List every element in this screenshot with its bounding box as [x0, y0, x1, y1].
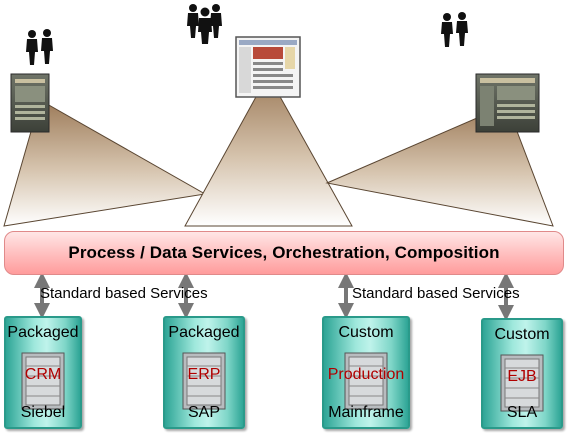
system-crm-vendor: Siebel [20, 404, 66, 421]
cone-left [3, 99, 207, 227]
screen-right [475, 73, 540, 133]
system-ejb-type: Custom [494, 326, 550, 343]
system-production-name: Production [327, 366, 405, 383]
system-crm-name: CRM [24, 366, 62, 383]
service-label-right: Standard based Services [352, 285, 520, 302]
orchestration-band: Process / Data Services, Orchestration, … [4, 231, 564, 275]
service-label-left: Standard based Services [40, 285, 208, 302]
orchestration-band-label: Process / Data Services, Orchestration, … [68, 243, 500, 262]
server-icon [344, 352, 388, 410]
server-icon [182, 352, 226, 410]
server-icon [500, 354, 544, 412]
users-icon-center [187, 4, 222, 44]
cone-right [325, 104, 554, 227]
system-production-type: Custom [338, 324, 394, 341]
screen-left [10, 73, 50, 133]
system-erp-type: Packaged [168, 324, 240, 341]
server-icon [21, 352, 65, 410]
users-icon-left [26, 29, 53, 65]
user-cones [3, 73, 554, 227]
screen-center [235, 36, 301, 98]
system-production-vendor: Mainframe [328, 404, 404, 421]
users-icon-right [441, 12, 468, 47]
service-arrows [34, 272, 514, 321]
system-production: Custom Production Mainframe [322, 316, 410, 429]
system-ejb: Custom EJB SLA [481, 318, 563, 429]
system-erp: Packaged ERP SAP [163, 316, 245, 429]
system-erp-vendor: SAP [187, 404, 220, 421]
system-crm: Packaged CRM Siebel [4, 316, 82, 429]
cone-center [184, 73, 353, 227]
system-ejb-vendor: SLA [506, 404, 538, 421]
system-erp-name: ERP [187, 366, 221, 383]
system-ejb-name: EJB [507, 368, 537, 385]
system-crm-type: Packaged [7, 324, 79, 341]
